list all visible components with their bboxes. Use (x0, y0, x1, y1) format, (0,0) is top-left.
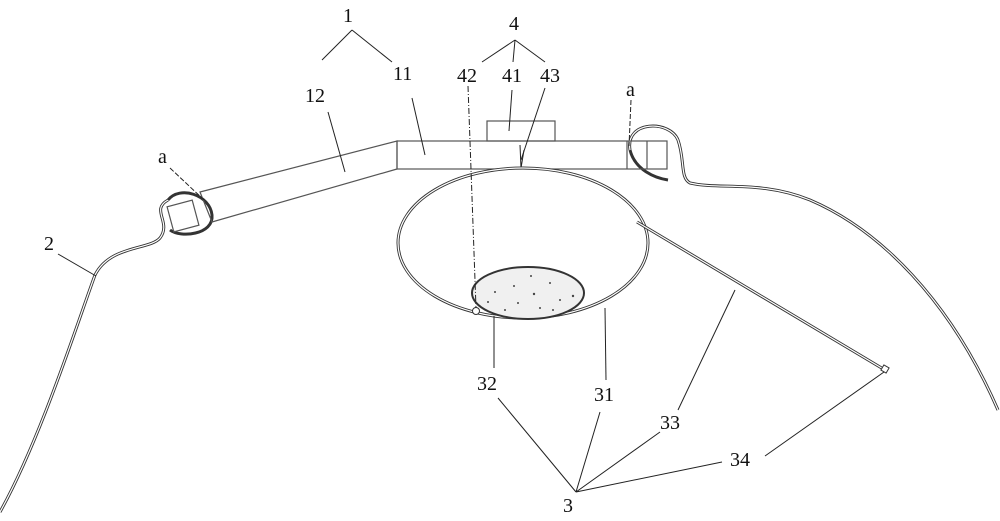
label-33: 33 (660, 412, 680, 434)
label-32: 32 (477, 373, 497, 395)
label-12: 12 (305, 85, 325, 107)
label-a-right: a (626, 79, 635, 101)
label-3: 3 (563, 495, 573, 517)
label-a-left: a (158, 146, 167, 168)
label-41: 41 (502, 65, 522, 87)
label-1: 1 (343, 5, 353, 27)
strap-end-34 (880, 364, 890, 374)
body-outline (0, 124, 1000, 513)
leader-lines (57, 29, 885, 493)
insert-32 (471, 266, 585, 320)
label-2: 2 (44, 233, 54, 255)
label-4: 4 (509, 13, 519, 35)
strap-33 (636, 220, 890, 374)
label-34: 34 (730, 449, 750, 471)
side-section-12 (166, 140, 398, 233)
label-11: 11 (393, 63, 412, 85)
label-43: 43 (540, 65, 560, 87)
label-42: 42 (457, 65, 477, 87)
label-31: 31 (594, 384, 614, 406)
component-41 (486, 120, 556, 142)
